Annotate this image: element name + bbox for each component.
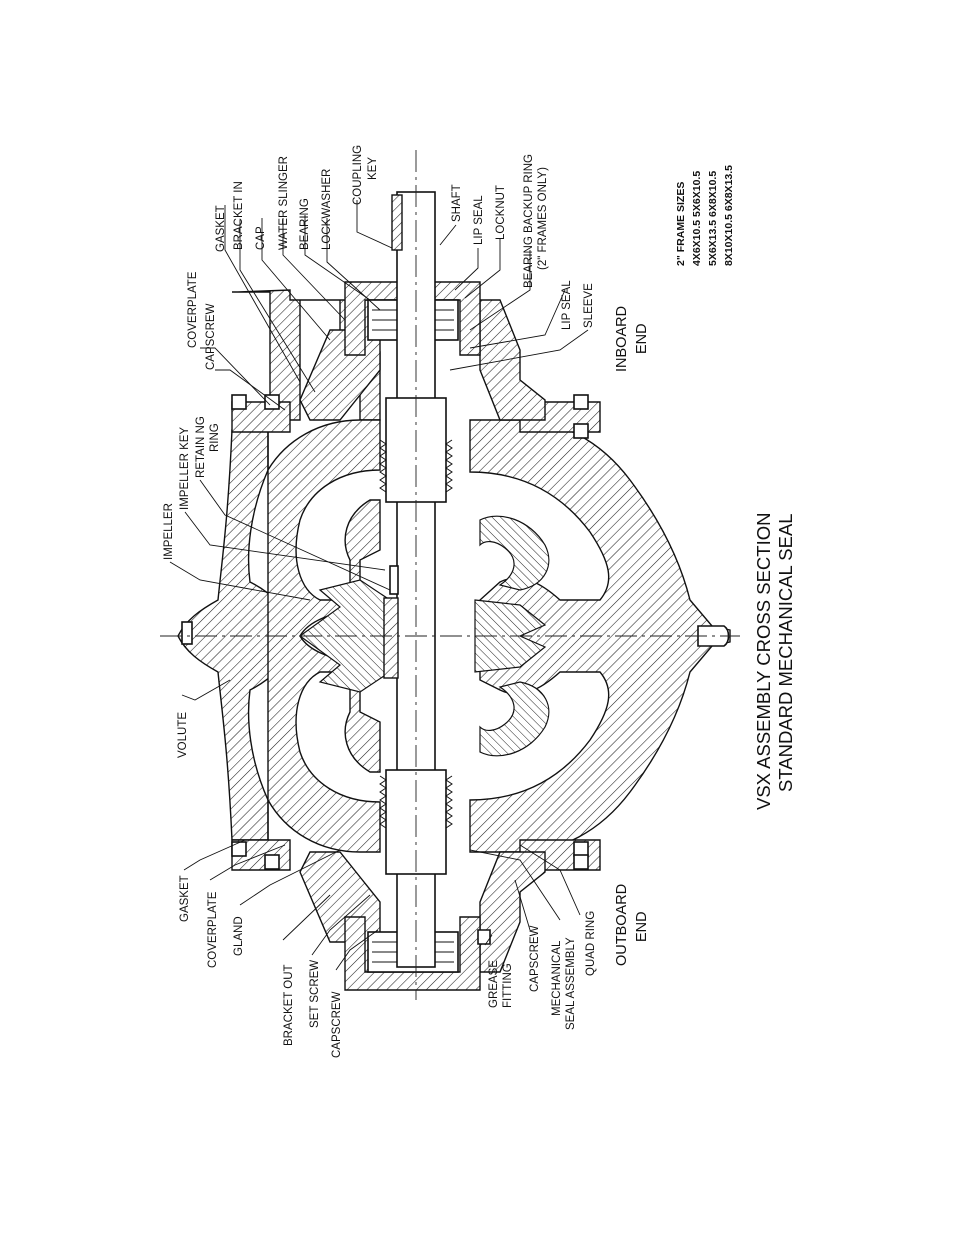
title-line1: VSX ASSEMBLY CROSS SECTION bbox=[753, 513, 774, 810]
label-capscrew-bottom-right: CAPSCREW bbox=[529, 925, 541, 992]
label-lip-seal-top: LIP SEAL bbox=[473, 195, 485, 245]
impeller-hub bbox=[383, 597, 399, 679]
frame-sizes-row-3: 8X10X10.5 6X8X13.5 bbox=[723, 165, 735, 266]
label-coupling-key: KEY bbox=[367, 157, 379, 180]
label-impeller-key: IMPELLER KEY bbox=[179, 427, 191, 510]
label-locknut: LOCKNUT bbox=[495, 185, 507, 240]
label-mechanical: MECHANICAL bbox=[551, 940, 563, 1016]
label-retaining: RETAIN NG bbox=[195, 416, 207, 478]
label-gland: GLAND bbox=[233, 916, 245, 956]
label-cap: CAP bbox=[255, 226, 267, 250]
label-water-slinger: WATER SLINGER bbox=[278, 156, 290, 250]
label-bearing-backup-ring: BEARING BACKUP RING bbox=[523, 154, 535, 288]
outboard-label-line2: END bbox=[634, 911, 650, 942]
frame-sizes-row-2: 5X6X13.5 6X8X10.5 bbox=[707, 171, 719, 266]
label-shaft: SHAFT bbox=[451, 184, 463, 222]
label-coverplate-top: COVERPLATE bbox=[187, 271, 199, 348]
seal-spring-inboard-left bbox=[379, 439, 387, 493]
capscrews-bottom bbox=[231, 841, 589, 870]
grease-fitting bbox=[477, 929, 491, 945]
label-capscrew-bottom-left: CAPSCREW bbox=[331, 991, 343, 1058]
label-bracket-in: BRACKET IN bbox=[233, 181, 245, 250]
label-bearing-backup-ring-note: (2" FRAMES ONLY) bbox=[537, 167, 549, 270]
title-line2: STANDARD MECHANICAL SEAL bbox=[775, 513, 796, 792]
drawing-title: VSX ASSEMBLY CROSS SECTION STANDARD MECH… bbox=[753, 513, 796, 810]
label-quad-ring: QUAD RING bbox=[585, 911, 597, 976]
end-labels: INBOARD END OUTBOARD END bbox=[614, 306, 650, 966]
label-coverplate-bottom: COVERPLATE bbox=[207, 891, 219, 968]
label-gasket-bottom: GASKET bbox=[179, 875, 191, 922]
outboard-label-line1: OUTBOARD bbox=[614, 884, 630, 966]
label-mechanical-seal-assembly: SEAL ASSEMBLY bbox=[565, 937, 577, 1030]
volute-vent-plug bbox=[181, 621, 193, 645]
label-set-screw: SET SCREW bbox=[309, 960, 321, 1028]
label-lockwasher: LOCKWASHER bbox=[321, 169, 333, 250]
pump-cross-section bbox=[160, 150, 740, 1000]
coupling-key bbox=[391, 194, 403, 251]
label-capscrew-top: CAPSCREW bbox=[205, 303, 217, 370]
label-bearing: BEARING bbox=[299, 198, 311, 250]
inboard-label-line1: INBOARD bbox=[614, 306, 630, 372]
capscrews-top bbox=[231, 394, 589, 439]
label-coupling: COUPLING bbox=[352, 145, 364, 205]
label-lip-seal-bottom: LIP SEAL bbox=[561, 280, 573, 330]
seal-spring-inboard-right bbox=[445, 439, 453, 493]
label-volute: VOLUTE bbox=[177, 712, 189, 758]
frame-sizes-note: 2" FRAME SIZES 4X6X10.5 5X6X10.5 5X6X13.… bbox=[675, 165, 735, 266]
label-retaining-ring: RING bbox=[209, 423, 221, 452]
label-sleeve: SLEEVE bbox=[583, 283, 595, 328]
label-gasket-top: GASKET bbox=[215, 205, 227, 252]
label-grease-fitting: FITTING bbox=[502, 963, 514, 1008]
volute-lower-vanes bbox=[479, 515, 550, 757]
part-labels: COVERPLATE CAPSCREW GASKET BRACKET IN CA… bbox=[163, 145, 597, 1058]
seal-spring-outboard-left bbox=[379, 775, 387, 829]
inboard-label-line2: END bbox=[634, 323, 650, 354]
impeller-key bbox=[389, 565, 399, 595]
bearing-cap-outboard bbox=[344, 916, 481, 991]
frame-sizes-heading: 2" FRAME SIZES bbox=[675, 182, 687, 266]
label-bracket-out: BRACKET OUT bbox=[283, 964, 295, 1046]
label-impeller: IMPELLER bbox=[163, 503, 175, 560]
frame-sizes-row-1: 4X6X10.5 5X6X10.5 bbox=[691, 171, 703, 266]
leader-lines bbox=[169, 200, 589, 971]
seal-spring-outboard-right bbox=[445, 775, 453, 829]
label-grease: GREASE bbox=[488, 960, 500, 1008]
